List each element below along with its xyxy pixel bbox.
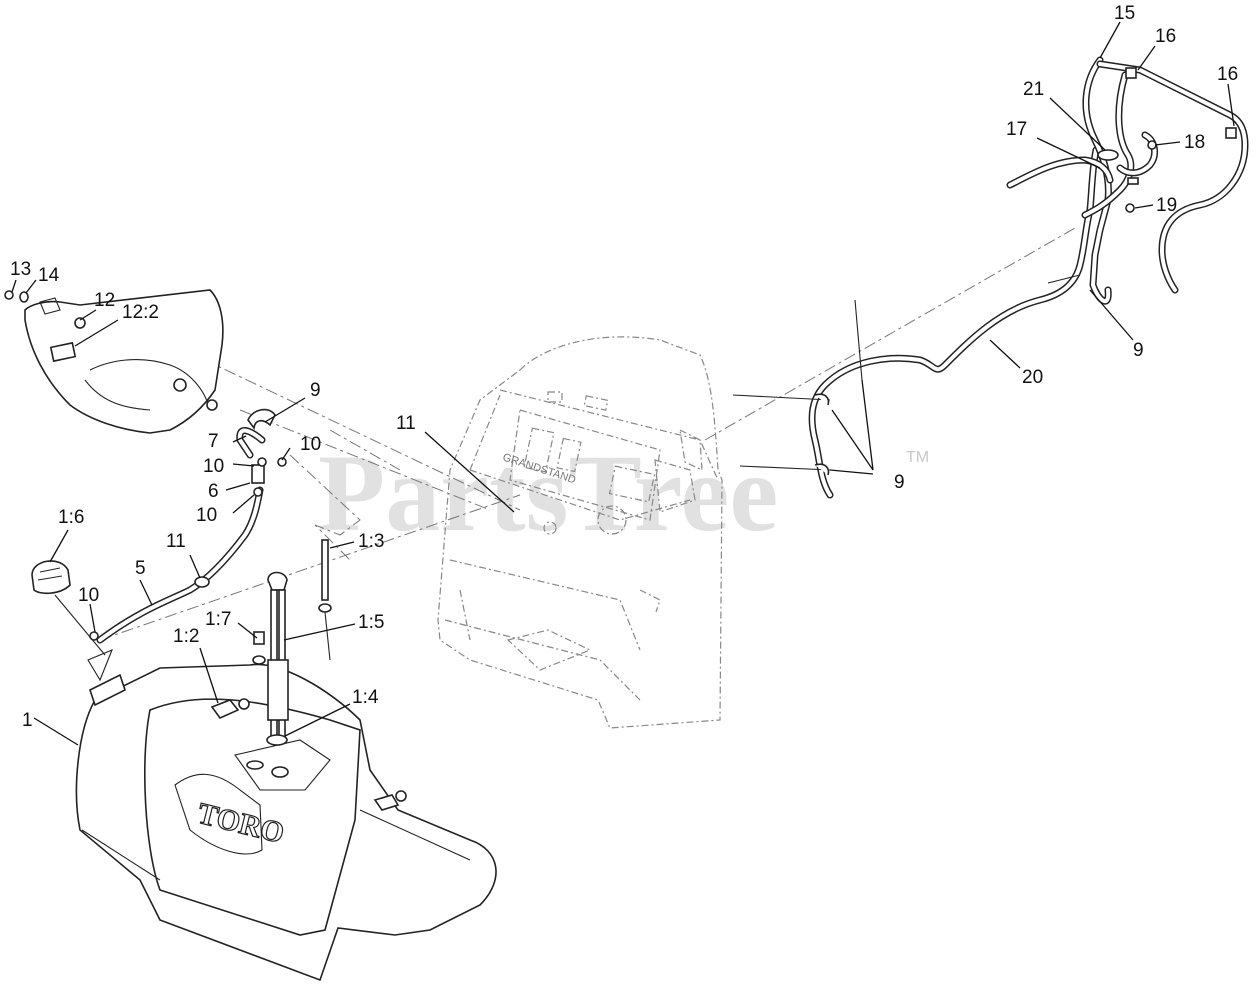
callout-11b: 11 bbox=[396, 413, 416, 434]
callout-21: 21 bbox=[1023, 79, 1044, 100]
callout-1: 1 bbox=[22, 710, 33, 731]
fuel-hoses bbox=[89, 427, 266, 644]
callout-12-2: 12:2 bbox=[122, 302, 159, 323]
callout-20: 20 bbox=[1022, 367, 1043, 388]
watermark-tm: TM bbox=[906, 449, 929, 466]
callout-labels: 1 1:2 1:3 1:4 1:5 1:6 1:7 5 6 7 9 9 9 10… bbox=[10, 3, 1238, 731]
callout-14: 14 bbox=[38, 265, 60, 286]
heat-shield-bracket bbox=[24, 289, 224, 434]
callout-10d: 10 bbox=[78, 585, 99, 606]
callout-1-3: 1:3 bbox=[358, 531, 384, 552]
callout-16a: 16 bbox=[1155, 26, 1176, 47]
callout-12: 12 bbox=[94, 290, 115, 311]
callout-1-7: 1:7 bbox=[205, 609, 231, 630]
watermark: PartsTree TM bbox=[318, 432, 929, 554]
callout-9c: 9 bbox=[1133, 340, 1144, 361]
callout-15: 15 bbox=[1114, 3, 1135, 24]
callout-1-2: 1:2 bbox=[173, 626, 199, 647]
callout-6: 6 bbox=[208, 481, 219, 502]
callout-7: 7 bbox=[208, 431, 219, 452]
callout-10a: 10 bbox=[203, 456, 224, 477]
callout-13: 13 bbox=[10, 259, 31, 280]
callout-1-6: 1:6 bbox=[58, 507, 84, 528]
callout-11a: 11 bbox=[166, 531, 186, 552]
callout-9a: 9 bbox=[310, 380, 321, 401]
fuel-cap bbox=[31, 560, 113, 682]
callout-9b: 9 bbox=[894, 472, 905, 493]
screw-and-washer bbox=[4, 290, 29, 303]
fuel-filter-clamps bbox=[247, 408, 287, 497]
callout-1-4: 1:4 bbox=[352, 687, 379, 708]
leader-lines bbox=[11, 21, 1235, 746]
callout-16b: 16 bbox=[1217, 64, 1238, 85]
fuel-tank: TORO bbox=[75, 663, 497, 982]
callout-17: 17 bbox=[1006, 119, 1027, 140]
fuel-line-20 bbox=[732, 146, 1100, 499]
callout-10b: 10 bbox=[196, 505, 217, 526]
tank-fittings bbox=[210, 539, 407, 811]
vent-hose-assembly bbox=[1006, 56, 1249, 305]
callout-10c: 10 bbox=[300, 434, 321, 455]
callout-19: 19 bbox=[1156, 195, 1177, 216]
watermark-text: PartsTree bbox=[318, 432, 778, 554]
callout-5: 5 bbox=[135, 558, 146, 579]
callout-1-5: 1:5 bbox=[358, 612, 384, 633]
callout-18: 18 bbox=[1184, 132, 1205, 153]
